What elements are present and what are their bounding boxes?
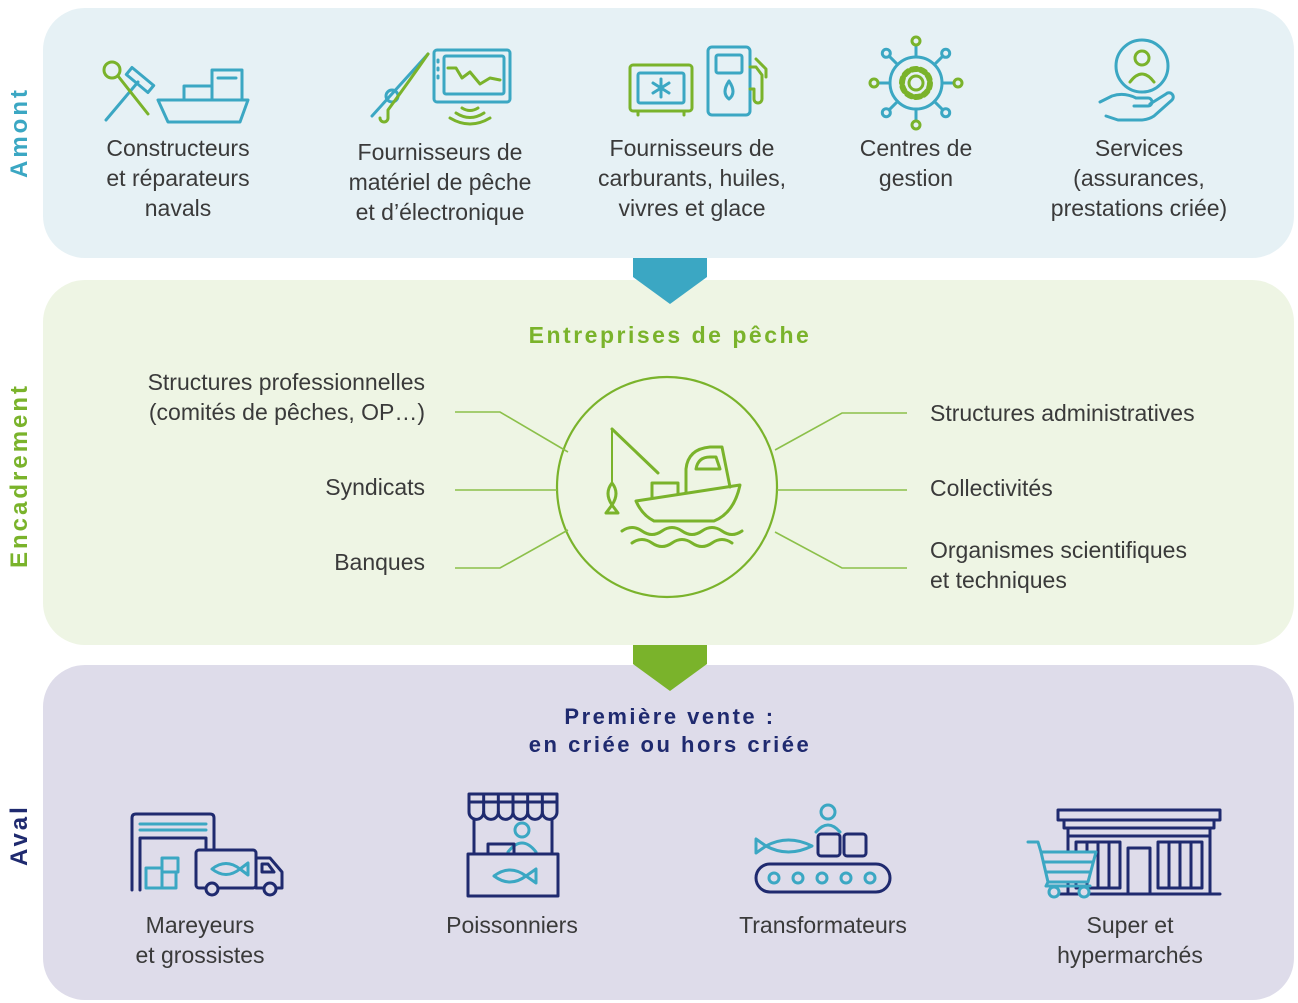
warehouse-truck-icon (130, 812, 284, 897)
connector-left-1 (455, 411, 569, 453)
amont-item-label: Fournisseurs de carburants, huiles, vivr… (598, 135, 786, 221)
market-stall-icon (466, 792, 560, 898)
aval-item-label: Transformateurs (739, 912, 907, 938)
aval-title: Première vente : en criée ou hors criée (528, 704, 812, 757)
encadrement-right-organismes: Organismes scientifiques et techniques (930, 537, 1187, 593)
aval-panel (43, 665, 1294, 1000)
encadrement-title: Entreprises de pêche (528, 322, 812, 348)
arrow-down-icon (633, 258, 707, 304)
encadrement-panel (43, 280, 1294, 645)
connector-left-3 (455, 529, 569, 569)
aval-item-label: Poissonniers (446, 912, 578, 938)
amont-panel (43, 8, 1294, 258)
hand-person-icon (1098, 38, 1175, 122)
gear-network-icon (868, 35, 964, 131)
encadrement-right-structures-administratives: Structures administratives (930, 400, 1195, 426)
amont-item-label: Centres de gestion (859, 135, 973, 191)
encadrement-left-syndicats: Syndicats (325, 474, 425, 500)
store-cart-icon (1026, 808, 1222, 899)
conveyor-belt-icon (754, 803, 892, 894)
freezer-fuel-pump-icon (628, 45, 768, 117)
encadrement-left-banques: Banques (334, 549, 425, 575)
encadrement-right-collectivites: Collectivités (930, 475, 1053, 501)
fishing-boat-icon (604, 427, 744, 548)
amont-item-label: Constructeurs et réparateurs navals (106, 135, 250, 221)
company-circle (555, 375, 779, 599)
tools-boat-icon (102, 60, 250, 124)
amont-item-label: Fournisseurs de matériel de pêche et d’é… (348, 139, 532, 225)
connector-right-3 (774, 531, 907, 569)
connector-right-1 (774, 412, 907, 451)
amont-item-label: Services (assurances, prestations criée) (1050, 135, 1228, 221)
encadrement-left-structures-professionnelles: Structures professionnelles (comités de … (147, 369, 425, 425)
aval-item-label: Mareyeurs et grossistes (135, 912, 265, 968)
arrow-down-icon (633, 645, 707, 691)
aval-item-label: Super et hypermarchés (1057, 912, 1203, 968)
fishing-rod-sonar-icon (370, 48, 512, 126)
